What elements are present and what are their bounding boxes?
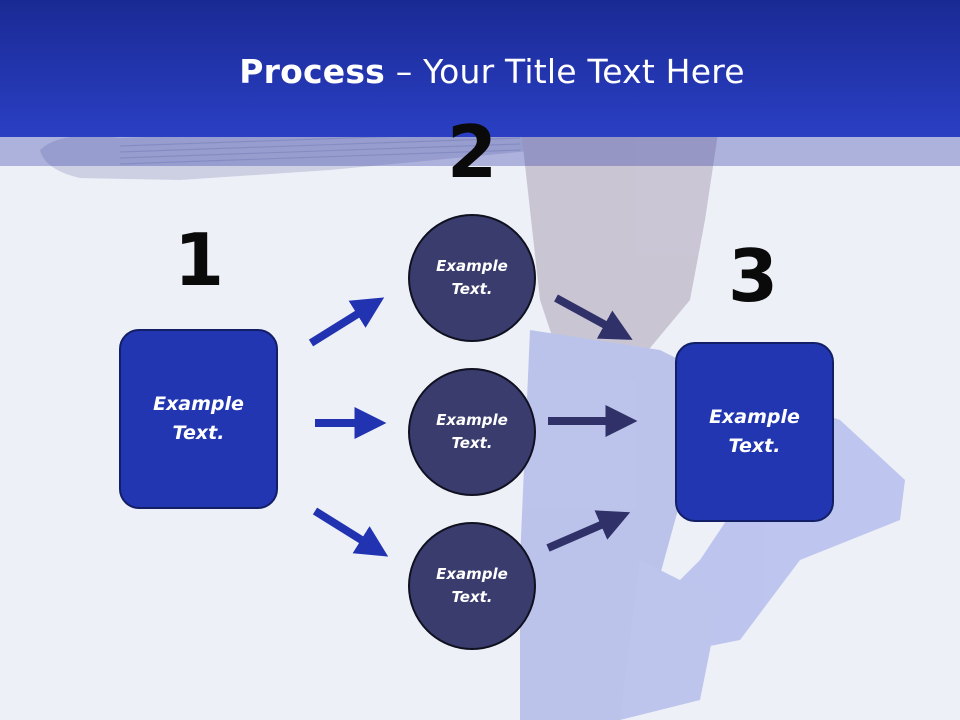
arrows-step1-to-step2 — [308, 297, 389, 557]
step-3-box: Example Text. — [675, 342, 834, 522]
step-3-text: Example Text. — [709, 406, 800, 457]
step-1-text: Example Text. — [153, 393, 244, 444]
slide-title: Process – Your Title Text Here — [0, 52, 960, 91]
title-bar — [0, 0, 960, 137]
step-2-text-middle: Example Text. — [436, 411, 508, 452]
step-2-circle-top: Example Text. — [408, 214, 536, 342]
step-number-3: 3 — [727, 234, 779, 318]
arrow-to-top-circle — [308, 297, 385, 347]
arrow-from-top-circle — [554, 294, 633, 340]
step-1-box: Example Text. — [119, 329, 278, 509]
step-2-circle-middle: Example Text. — [408, 368, 536, 496]
arrow-from-bottom-circle — [546, 510, 631, 552]
arrow-to-bottom-circle — [312, 507, 389, 557]
step-number-2: 2 — [446, 110, 498, 194]
title-rest: – Your Title Text Here — [385, 52, 745, 91]
step-2-text-bottom: Example Text. — [436, 565, 508, 606]
arrows-step2-to-step3 — [546, 294, 638, 552]
step-2-circle-bottom: Example Text. — [408, 522, 536, 650]
step-2-text-top: Example Text. — [436, 257, 508, 298]
step-number-1: 1 — [173, 218, 225, 302]
title-bold: Process — [239, 52, 386, 91]
title-bar-band — [0, 137, 960, 166]
